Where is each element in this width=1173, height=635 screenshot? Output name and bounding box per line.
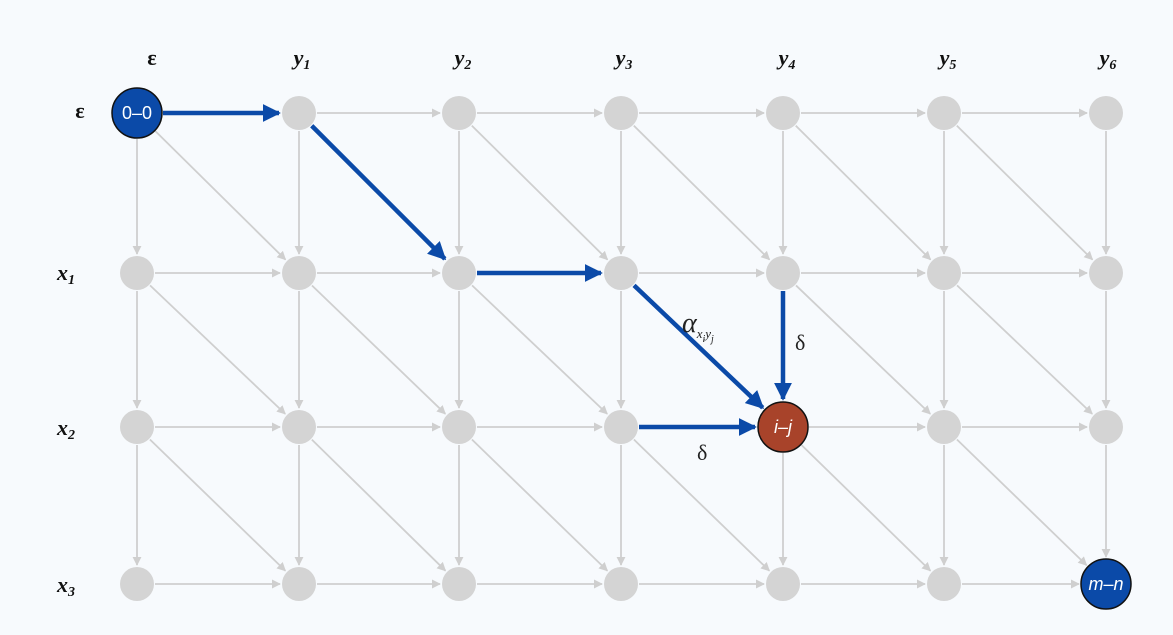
- grid-edge-d: [956, 438, 1088, 566]
- lattice-node: [604, 96, 638, 130]
- lattice-node: [766, 96, 800, 130]
- grid-edge-d: [471, 284, 608, 415]
- grid-edge-d: [471, 438, 609, 572]
- end-node-label: m–n: [1088, 574, 1123, 594]
- lattice-node: [282, 567, 316, 601]
- grid-edge-d: [800, 444, 932, 572]
- lattice-node: [604, 410, 638, 444]
- lattice-node: [766, 567, 800, 601]
- grid-edge-d: [311, 284, 446, 415]
- grid-edge-d: [956, 125, 1094, 261]
- current-node-label: i–j: [774, 417, 793, 437]
- lattice-node: [927, 410, 961, 444]
- start-node-label: 0–0: [122, 103, 152, 123]
- lattice-node: [282, 256, 316, 290]
- grid-edge-d: [956, 284, 1093, 415]
- substitution-cost-label: αxiyj: [682, 308, 714, 345]
- col-header-0: ε: [147, 45, 156, 70]
- gap-cost-vertical-label: δ: [795, 330, 805, 355]
- lattice-node: [282, 410, 316, 444]
- lattice-node: [927, 567, 961, 601]
- row-header-2: x2: [56, 415, 75, 443]
- edge-labels: αxiyj δ δ: [682, 308, 805, 465]
- grid-nodes: [120, 96, 1123, 601]
- current-node: i–j: [757, 401, 809, 453]
- row-headers: ε x1 x2 x3: [56, 98, 85, 600]
- row-header-0: ε: [75, 98, 84, 123]
- start-node-circle: [111, 87, 163, 139]
- grid-edges: [132, 108, 1111, 589]
- col-header-5: y5: [937, 45, 957, 73]
- path-edge: [632, 283, 765, 410]
- lattice-node: [442, 567, 476, 601]
- lattice-node: [442, 96, 476, 130]
- gap-cost-horizontal-label: δ: [697, 440, 707, 465]
- lattice-node: [282, 96, 316, 130]
- lattice-node: [927, 256, 961, 290]
- start-node: 0–0: [111, 87, 163, 139]
- lattice-node: [1089, 256, 1123, 290]
- end-node-circle: [1080, 558, 1132, 610]
- lattice-node: [1089, 410, 1123, 444]
- grid-edge-d: [471, 125, 609, 261]
- col-header-6: y6: [1097, 45, 1117, 73]
- lattice-node: [604, 256, 638, 290]
- col-header-1: y1: [291, 45, 311, 73]
- grid-edge-d: [633, 438, 771, 572]
- lattice-node: [442, 256, 476, 290]
- row-header-3: x3: [56, 572, 75, 600]
- lattice-node: [120, 256, 154, 290]
- lattice-node: [442, 410, 476, 444]
- grid-edge-d: [154, 130, 287, 261]
- lattice-node: [927, 96, 961, 130]
- grid-edge-d: [795, 125, 932, 261]
- grid-edge-d: [149, 284, 286, 415]
- lattice-node: [766, 256, 800, 290]
- col-header-4: y4: [776, 45, 796, 73]
- optimal-path-edges: [163, 104, 792, 436]
- column-headers: ε y1 y2 y3 y4 y5 y6: [147, 45, 1116, 73]
- grid-edge-d: [795, 284, 931, 415]
- end-node: m–n: [1080, 558, 1132, 610]
- grid-edge-d: [149, 438, 287, 572]
- col-header-3: y3: [613, 45, 633, 73]
- lattice-node: [120, 567, 154, 601]
- highlighted-nodes: 0–0 i–j m–n: [111, 87, 1132, 610]
- grid-edge-d: [311, 438, 447, 572]
- lattice-node: [604, 567, 638, 601]
- lattice-node: [120, 410, 154, 444]
- row-header-1: x1: [56, 260, 75, 288]
- col-header-2: y2: [452, 45, 472, 73]
- lattice-node: [1089, 96, 1123, 130]
- grid-edge-d: [633, 125, 771, 261]
- path-edge: [310, 124, 447, 261]
- current-node-circle: [757, 401, 809, 453]
